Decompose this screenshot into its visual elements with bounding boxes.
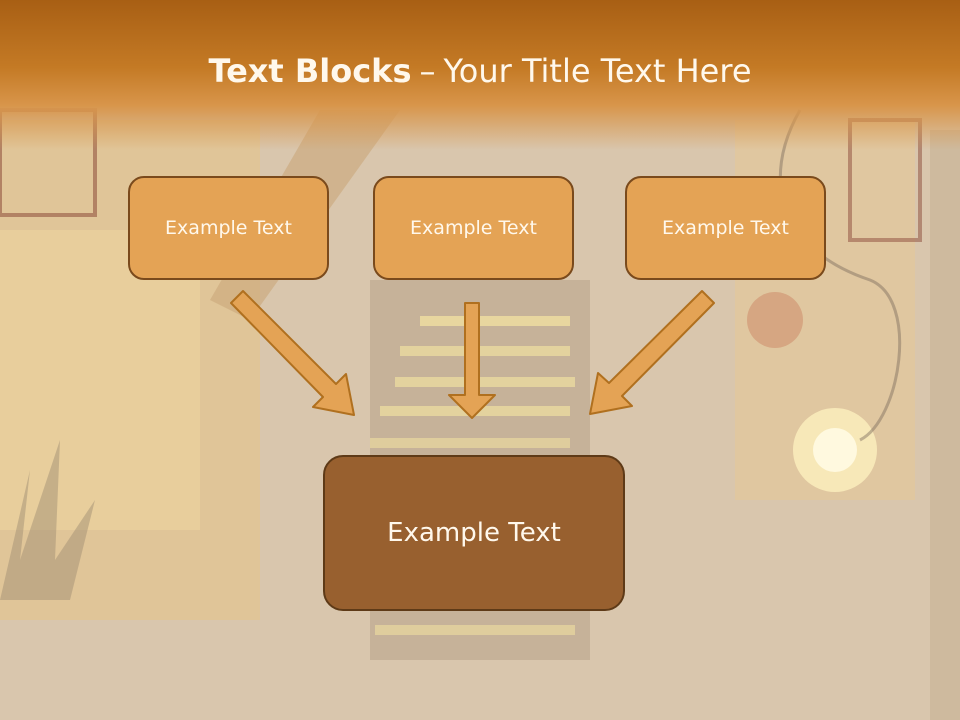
title-dash: – — [419, 52, 436, 90]
text-block-left-label: Example Text — [165, 217, 292, 239]
text-block-left[interactable]: Example Text — [128, 176, 329, 280]
text-block-bottom-label: Example Text — [387, 518, 561, 548]
title-bold: Text Blocks — [208, 52, 412, 90]
text-block-center[interactable]: Example Text — [373, 176, 574, 280]
title-rest: Your Title Text Here — [443, 52, 752, 90]
text-block-center-label: Example Text — [410, 217, 537, 239]
text-block-right-label: Example Text — [662, 217, 789, 239]
slide-title: Text Blocks–Your Title Text Here — [0, 52, 960, 90]
text-block-bottom[interactable]: Example Text — [323, 455, 625, 611]
title-bar — [0, 0, 960, 150]
text-block-right[interactable]: Example Text — [625, 176, 826, 280]
